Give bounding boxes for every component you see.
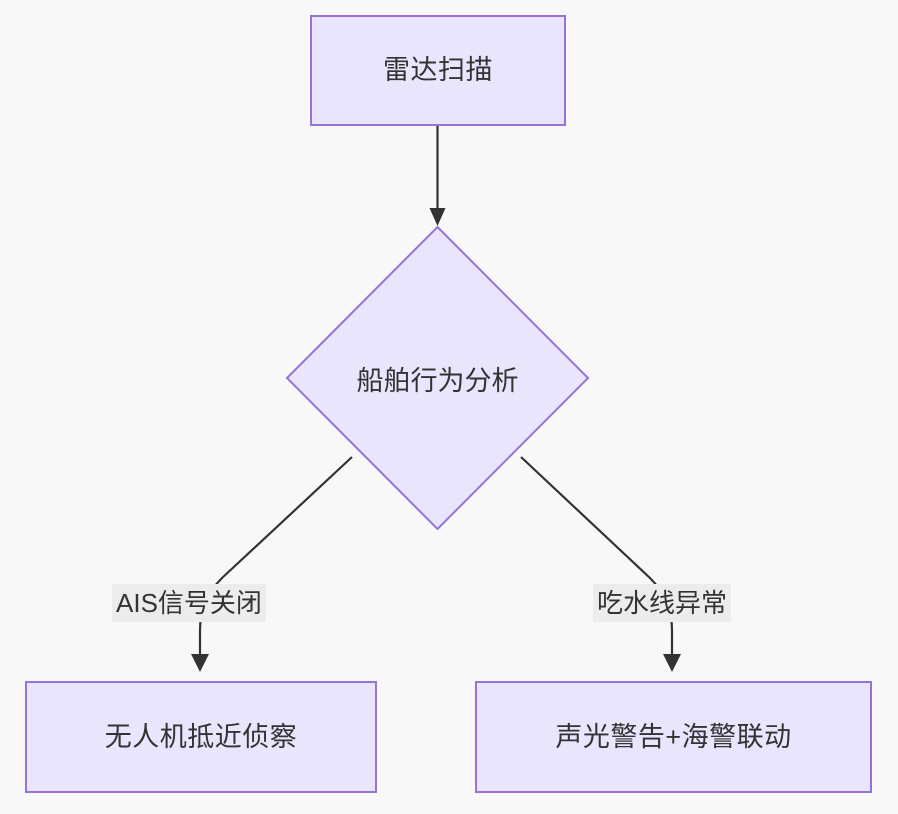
edge-radar-to-decision-arrowhead: [429, 208, 446, 226]
node-alarm-coastguard[interactable]: 声光警告+海警联动: [475, 681, 872, 793]
edge-decision-to-drone-arrowhead: [191, 654, 209, 672]
node-ship-behavior-analysis-label: 船舶行为分析: [356, 365, 519, 396]
edge-label-draft-abnormal: 吃水线异常: [593, 584, 732, 622]
node-drone-recon[interactable]: 无人机抵近侦察: [25, 681, 377, 793]
node-alarm-coastguard-label: 声光警告+海警联动: [555, 721, 792, 752]
edge-label-ais-signal-off: AIS信号关闭: [112, 584, 266, 622]
node-radar-scan[interactable]: 雷达扫描: [310, 15, 566, 126]
edge-decision-to-alarm-arrowhead: [663, 654, 681, 672]
node-radar-scan-label: 雷达扫描: [383, 55, 493, 86]
node-ship-behavior-analysis[interactable]: 船舶行为分析: [285, 225, 590, 531]
node-drone-recon-label: 无人机抵近侦察: [104, 721, 298, 752]
diamond-shape-icon: [285, 225, 590, 531]
